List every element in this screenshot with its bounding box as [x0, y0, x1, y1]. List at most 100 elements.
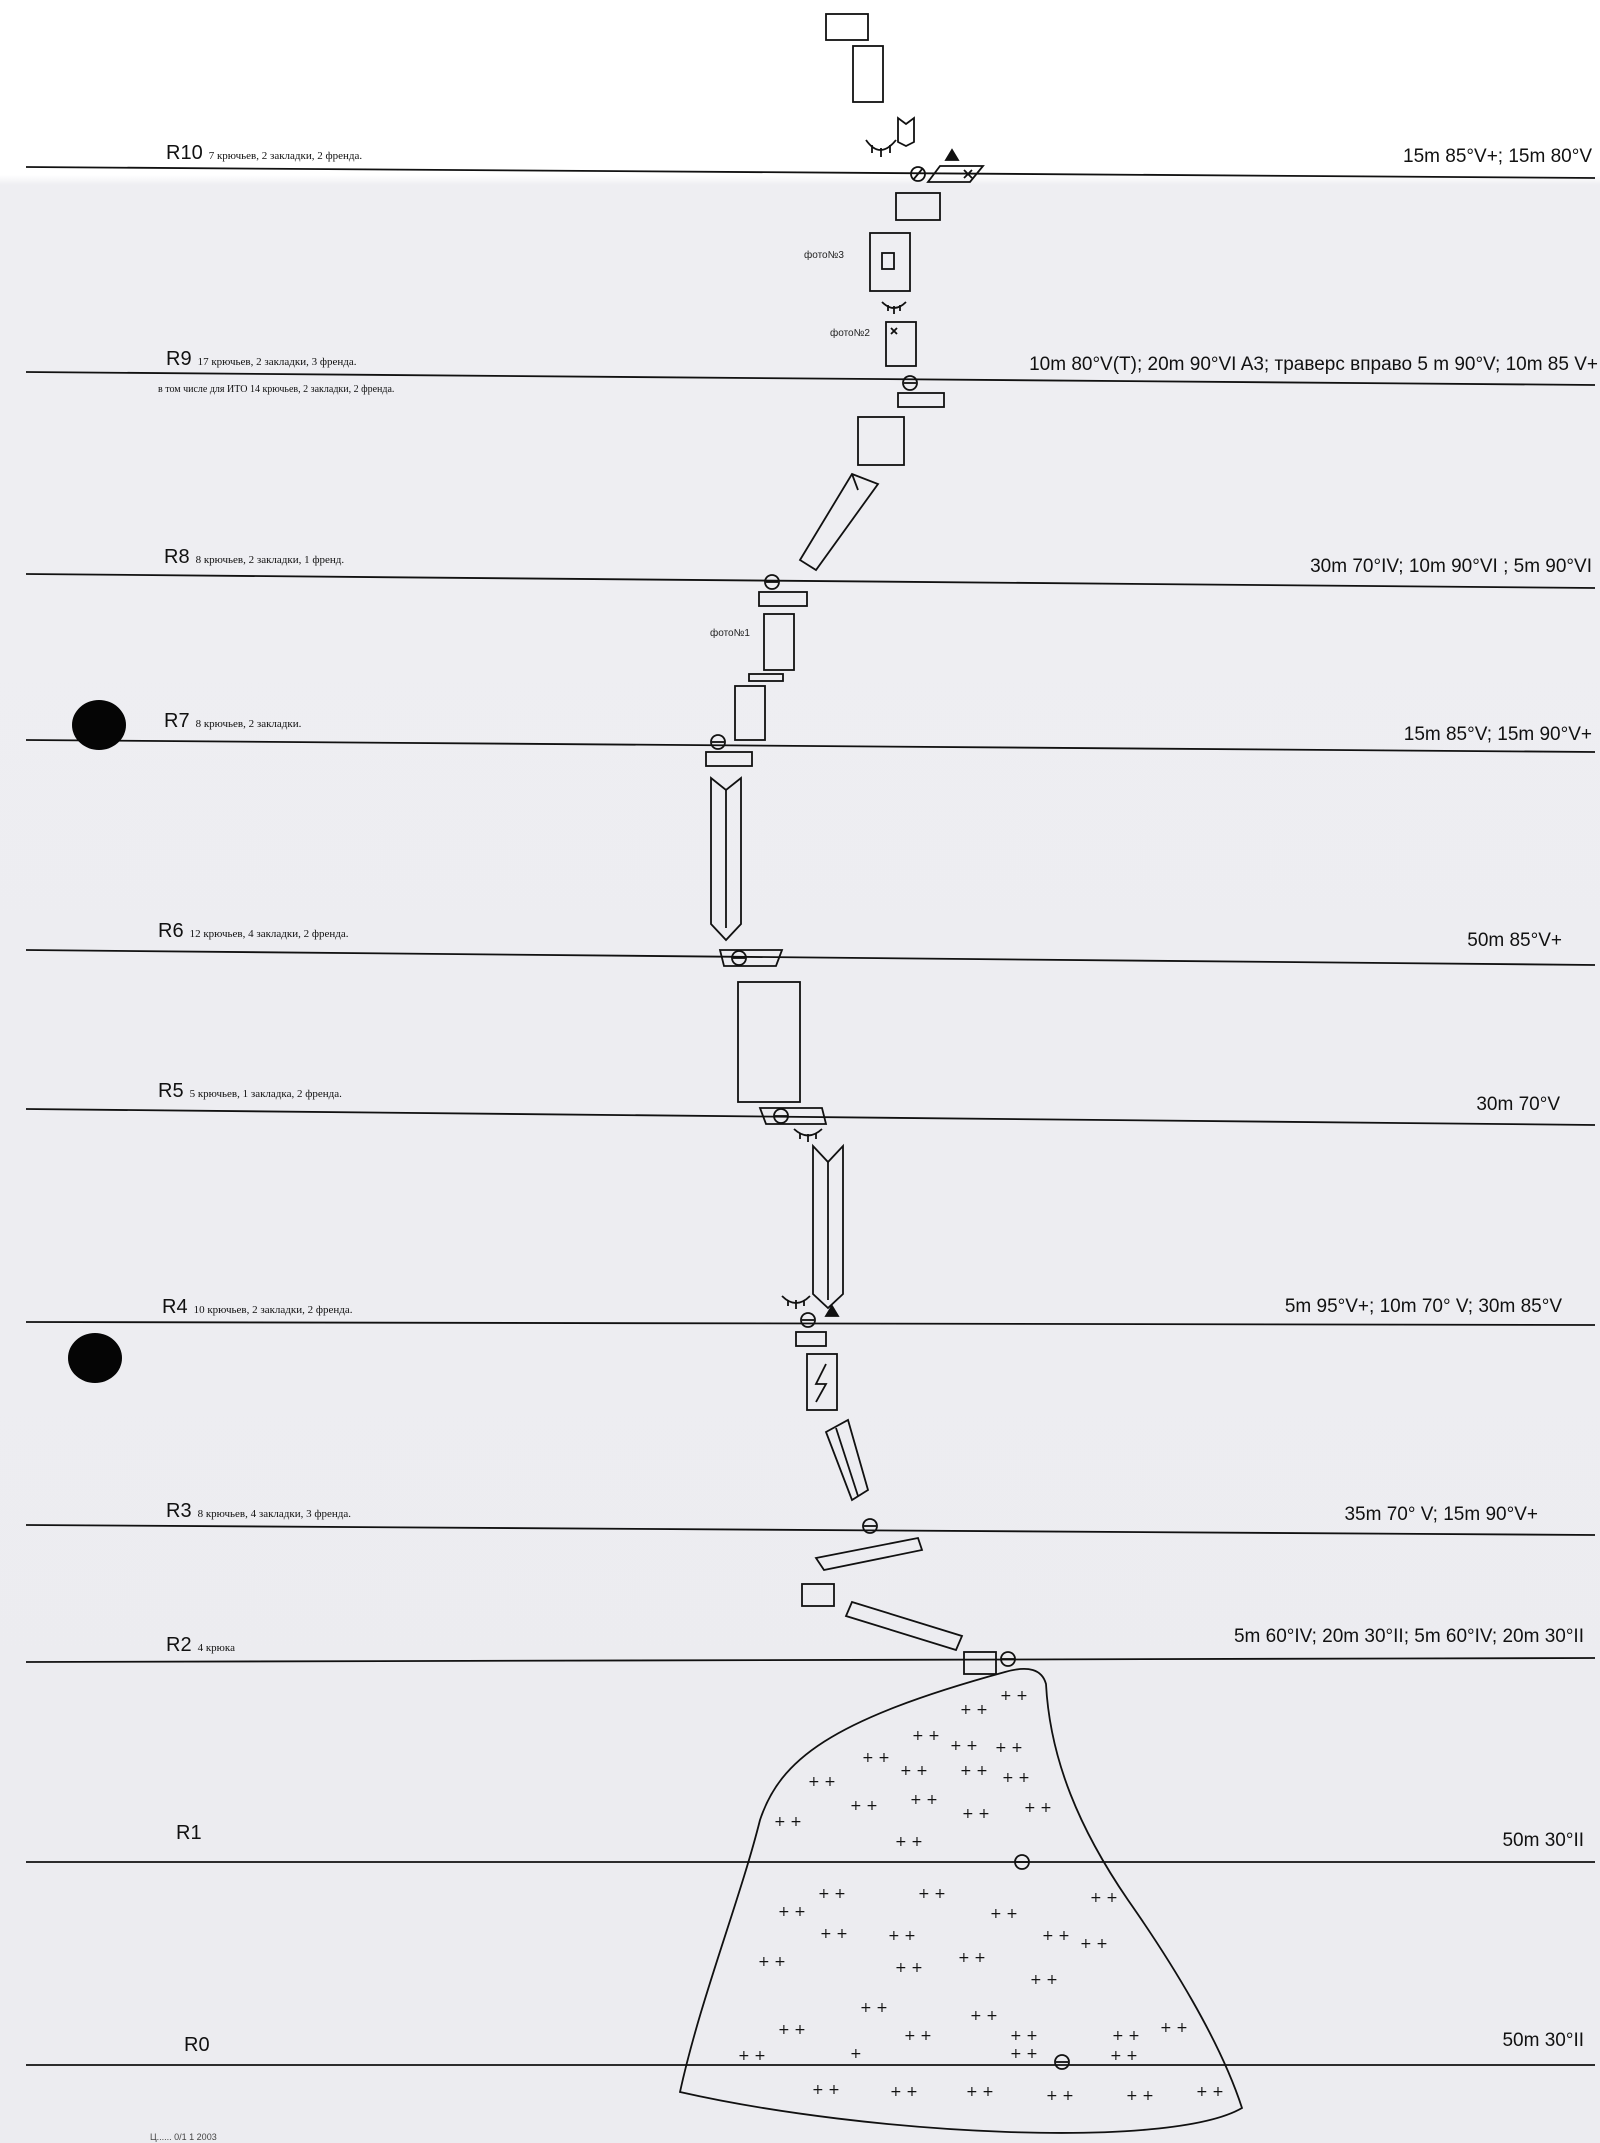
pitch-line-r4 [25, 1321, 1596, 1326]
pitch-description-r7: 15m 85°V; 15m 90°V+ [1403, 724, 1592, 745]
scree-marker: + + [862, 1750, 890, 1766]
scree-marker: + + [1110, 2048, 1138, 2064]
pitch-label-r0: R0 [184, 2034, 210, 2056]
belay-station [902, 375, 918, 391]
scree-marker: + + [888, 1928, 916, 1944]
belay-station [800, 1312, 816, 1328]
scree-marker: + + [960, 1763, 988, 1779]
scree-marker: + + [895, 1960, 923, 1976]
scree-marker: + + [912, 1728, 940, 1744]
scree-marker: + + [910, 1792, 938, 1808]
belay-station [1000, 1651, 1016, 1667]
chimney-symbol [824, 1418, 870, 1502]
belay-station [764, 574, 780, 590]
pitch-description-r9: 10m 80°V(T); 20m 90°VI A3; траверс вправ… [1029, 354, 1598, 375]
scree-marker: + + [900, 1763, 928, 1779]
photo-ref-3: фото№3 [804, 250, 844, 261]
scree-marker: + + [820, 1926, 848, 1942]
scree-marker: + + [818, 1886, 846, 1902]
scree-marker: + + [918, 1886, 946, 1902]
scree-marker: + + [850, 1798, 878, 1814]
pitch-line-r7 [25, 739, 1596, 753]
hook-marker [944, 148, 960, 161]
binder-hole [72, 700, 126, 750]
scree-marker: + + [895, 1834, 923, 1850]
belay-station [710, 734, 726, 750]
scree-marker: + + [1046, 2088, 1074, 2104]
pitch-line-r8 [25, 573, 1596, 589]
pitch-label-r1: R1 [176, 1822, 202, 1844]
ledge-block [718, 949, 784, 967]
wall-block [801, 1583, 835, 1607]
pitch-description-r8: 30m 70°IV; 10m 90°VI ; 5m 90°VI [1310, 556, 1592, 577]
belay-station [862, 1518, 878, 1534]
scree-marker: + + [774, 1814, 802, 1830]
pitch-line-r5 [25, 1108, 1596, 1126]
scree-marker: + + [860, 2000, 888, 2016]
scree-marker: + + [758, 1954, 786, 1970]
belay-station [731, 950, 747, 966]
scree-marker: + + [1002, 1770, 1030, 1786]
wall-block [895, 192, 941, 221]
ledge-block [795, 1331, 827, 1347]
pitch-description-r4: 5m 95°V+; 10m 70° V; 30m 85°V [1284, 1296, 1562, 1317]
scree-marker: + + [904, 2028, 932, 2044]
scree-marker: + + [970, 2008, 998, 2024]
photo-ref-2: фото№2 [830, 328, 870, 339]
pitch-description-r5: 30m 70°V [1476, 1094, 1560, 1115]
pitch-description-r0: 50m 30°II [1502, 2030, 1584, 2051]
scree-marker: + + [990, 1906, 1018, 1922]
pitch-line-r10 [25, 166, 1596, 179]
scree-marker: + + [890, 2084, 918, 2100]
scree-marker: + + [738, 2048, 766, 2064]
scree-markers: + + + + + + + + + + + + + + + + + + + + … [738, 1688, 1224, 2104]
scree-marker: + + [962, 1806, 990, 1822]
wall-block [881, 252, 895, 270]
wall-block [763, 613, 795, 671]
belay-station [1014, 1854, 1030, 1870]
scree-marker: + + [1010, 2028, 1038, 2044]
wall-block [734, 685, 766, 741]
photo-ref-1: фото№1 [710, 628, 750, 639]
ledge-block [926, 165, 985, 183]
scree-marker: + + [1160, 2020, 1188, 2036]
ledge-block [897, 392, 945, 408]
scree-marker: + + [778, 1904, 806, 1920]
chimney-symbol [798, 472, 880, 572]
wall-block [885, 321, 917, 367]
ledge-block [758, 591, 808, 607]
wall-block [825, 13, 869, 41]
hook-marker [824, 1304, 840, 1317]
pitch-line-r3 [25, 1524, 1596, 1536]
scree-marker: + + [1042, 1928, 1070, 1944]
lightning-crack [814, 1363, 828, 1403]
piton-marker [890, 327, 898, 335]
binder-hole [68, 1333, 122, 1383]
scree-marker: + + [958, 1950, 986, 1966]
pitch-description-r10: 15m 85°V+; 15m 80°V [1403, 146, 1592, 167]
scree-marker: + + [950, 1738, 978, 1754]
pitch-description-r2: 5m 60°IV; 20m 30°II; 5m 60°IV; 20m 30°II [1233, 1626, 1584, 1647]
ledge-block [758, 1107, 828, 1125]
scree-marker: + + [1090, 1890, 1118, 1906]
scree-marker: + + [778, 2022, 806, 2038]
wall-block [857, 416, 905, 466]
pitch-description-r6: 50m 85°V+ [1467, 930, 1562, 951]
belay-station [1054, 2054, 1070, 2070]
scree-marker: + + [1030, 1972, 1058, 1988]
pitch-line-r9 [25, 371, 1596, 386]
scree-marker: + + [960, 1702, 988, 1718]
scree-marker: + + [995, 1740, 1023, 1756]
footer-note: Ц...... 0/1 1 2003 [150, 2132, 217, 2142]
scree-marker: + [850, 2046, 862, 2062]
scree-marker: + + [1126, 2088, 1154, 2104]
scree-marker: + + [1196, 2084, 1224, 2100]
